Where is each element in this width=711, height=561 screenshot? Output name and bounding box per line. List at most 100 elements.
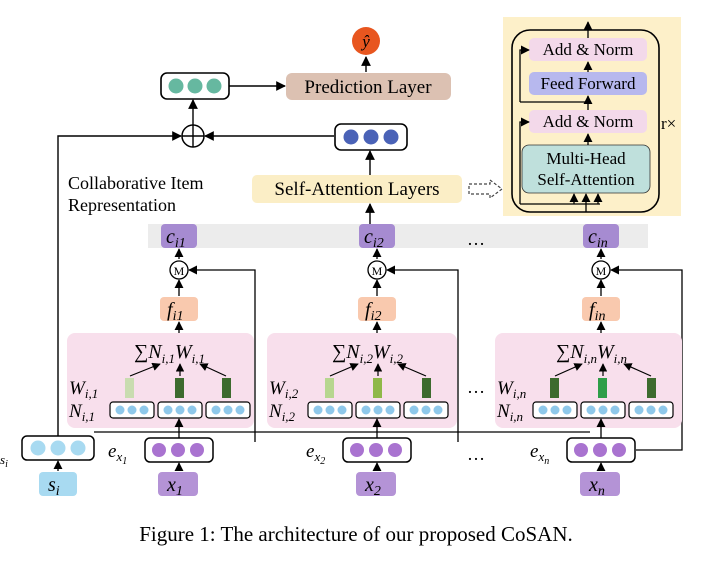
add-norm-bottom (529, 110, 647, 133)
mha-label-line1: Multi-Head (546, 149, 626, 168)
n-label: Ni,1 (68, 401, 95, 424)
e-label: exn (530, 441, 549, 467)
merge-symbol: M (372, 264, 383, 278)
x-box (580, 472, 620, 496)
feed-forward-label: Feed Forward (541, 74, 636, 93)
aggregation-label: ∑Ni,1Wi,1 (134, 341, 205, 366)
neighbor-vector (532, 401, 578, 419)
aggregation-label: ∑Ni,nWi,n (556, 341, 627, 366)
c-box (583, 224, 619, 248)
merge-symbol: M (596, 264, 607, 278)
arrow-bar1-to-sum (129, 362, 161, 377)
prediction-layer-label: Prediction Layer (304, 77, 432, 98)
ellipsis-middle: … (467, 377, 485, 397)
aggregation-label: ∑Ni,2Wi,2 (332, 341, 404, 366)
arrow-bar3-to-sum (623, 363, 652, 377)
session-column: si si (0, 435, 95, 499)
item-column-2: ci2 M fi2 ∑Ni,2Wi,2 Wi,2 Ni,2 ex2 (267, 224, 459, 499)
arrow-bar3-to-sum (199, 363, 227, 377)
s-label: si (48, 474, 60, 499)
attention-vector-dot (383, 129, 399, 145)
prediction-layer-box (286, 73, 451, 100)
output-symbol: ŷ (360, 32, 370, 51)
c-box (359, 224, 395, 248)
transformer-block: Add & Norm Feed Forward Add & Norm Multi… (503, 17, 681, 216)
f-box (160, 297, 198, 321)
neighbor-vector (307, 401, 353, 419)
c-label: cin (588, 226, 608, 251)
arrow-bar1-to-sum (329, 363, 359, 377)
e-label: ex1 (108, 441, 127, 467)
session-e-label: si (0, 452, 8, 470)
add-norm-top-label: Add & Norm (543, 40, 634, 59)
residual-bottom (519, 117, 530, 204)
item-embedding-vector (566, 437, 636, 463)
output-node: ŷ (352, 27, 380, 55)
item-representation-strip (148, 224, 648, 248)
x-label: x2 (364, 474, 381, 499)
s-box (39, 472, 77, 496)
ellipsis-top: … (467, 229, 485, 249)
final-vector-dot (206, 78, 222, 94)
expand-arrow (468, 178, 503, 200)
feed-forward-box (529, 72, 647, 95)
f-label: fin (589, 299, 605, 324)
neighbor-vector (109, 401, 155, 419)
repeat-label: r× (661, 114, 676, 133)
neighbor-vector (157, 401, 203, 419)
w-label: Wi,2 (269, 378, 299, 401)
weight-bar (550, 378, 559, 398)
weight-bar (647, 378, 656, 398)
mha-label-line2: Self-Attention (537, 170, 635, 189)
weight-bar (598, 378, 607, 398)
merge-node (169, 260, 189, 280)
x-box (158, 472, 198, 496)
collab-label-line1: Collaborative Item (68, 173, 203, 193)
combine-operator (181, 124, 205, 148)
neighbor-vector (628, 401, 674, 419)
c-box (161, 224, 197, 248)
weight-bar (175, 378, 184, 398)
weight-bar (422, 378, 431, 398)
w-label: Wi,n (497, 378, 526, 401)
f-label: fi1 (167, 299, 183, 324)
attention-output-vector (334, 123, 408, 151)
merge-node (591, 260, 611, 280)
n-label: Ni,n (496, 401, 523, 424)
neighbor-vector (403, 401, 449, 419)
f-box (582, 297, 620, 321)
x-box (356, 472, 396, 496)
output-circle (352, 27, 380, 55)
item-column-n: cin M fin ∑Ni,nWi,n Wi,n Ni,n exn (495, 224, 683, 499)
weight-bar (125, 378, 134, 398)
final-vector-dot (168, 78, 184, 94)
item-embedding-vector (144, 437, 214, 463)
item-column-1: ci1 M fi1 ∑Ni,1Wi,1 Wi,1 Ni,1 ex (67, 224, 256, 499)
neighbor-vector (205, 401, 251, 419)
attention-vector-dot (363, 129, 379, 145)
final-vector (160, 72, 230, 100)
x-label: x1 (166, 474, 183, 499)
weight-bar (373, 378, 382, 398)
weight-bar (222, 378, 231, 398)
f-label: fi2 (365, 299, 381, 324)
self-attention-label: Self-Attention Layers (274, 179, 439, 200)
residual-top (519, 45, 530, 102)
arrow-e-skip-to-m (188, 265, 256, 442)
arrow-session-to-combine (57, 131, 182, 437)
c-label: ci2 (364, 226, 384, 251)
attention-vector-dot (343, 129, 359, 145)
add-norm-bottom-label: Add & Norm (543, 112, 634, 131)
n-label: Ni,2 (268, 401, 296, 424)
collab-label-line2: Representation (68, 195, 176, 215)
x-label: xn (588, 474, 605, 499)
arrow-bar3-to-sum (397, 363, 427, 377)
w-label: Wi,1 (69, 378, 98, 401)
add-norm-top (529, 38, 647, 61)
multi-head-attention-box (521, 144, 651, 194)
f-box (358, 297, 396, 321)
ellipsis-bottom: … (467, 444, 485, 464)
c-label: ci1 (166, 226, 186, 251)
